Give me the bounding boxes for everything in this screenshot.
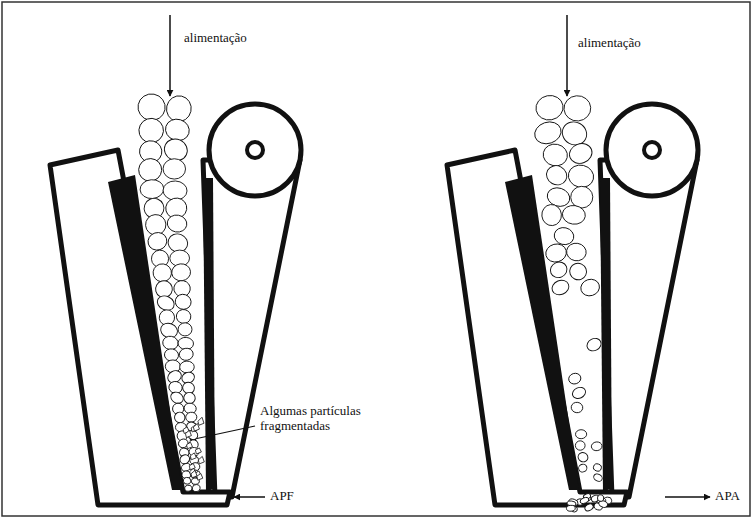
rock-particle xyxy=(171,263,191,282)
fragment xyxy=(198,417,204,425)
pointer-arrow xyxy=(665,496,710,498)
moving-jaw xyxy=(600,160,697,497)
rock-particle xyxy=(567,372,582,386)
rock-particle xyxy=(570,402,583,414)
part-label: APF xyxy=(268,489,296,504)
rock-particle xyxy=(570,186,593,208)
rock-particle xyxy=(552,226,575,247)
fixed-jaw-housing xyxy=(447,150,627,505)
rock-particle xyxy=(163,159,186,179)
fragment xyxy=(191,470,197,477)
rock-particle xyxy=(575,430,586,439)
moving-jaw-liner xyxy=(203,178,215,492)
rock-particle xyxy=(571,385,588,400)
eccentric-flywheel xyxy=(606,104,698,196)
rock-particle xyxy=(597,494,605,502)
fragment xyxy=(198,456,204,463)
rock-particle xyxy=(566,163,596,190)
rock-particle xyxy=(567,140,595,166)
rock-particle xyxy=(192,484,200,492)
pointer-arrow xyxy=(234,496,265,498)
rock-particle xyxy=(178,347,194,361)
rock-particle xyxy=(139,179,164,199)
rock-particle xyxy=(576,451,589,464)
rock-particle xyxy=(577,463,588,473)
part-label: APA xyxy=(713,489,742,504)
rock-particle xyxy=(146,230,169,252)
rock-particle xyxy=(184,484,193,492)
moving-jaw xyxy=(203,160,300,497)
particles xyxy=(136,92,612,513)
eccentric-shaft xyxy=(644,142,660,158)
rock-particle xyxy=(178,323,192,336)
rock-particle xyxy=(579,496,589,504)
rock-particle xyxy=(563,95,592,122)
rock-particle xyxy=(566,505,575,511)
rock-particle xyxy=(183,477,191,485)
rock-particle xyxy=(166,214,188,234)
rock-particle xyxy=(567,261,589,283)
eccentric-flywheel xyxy=(209,104,301,196)
rock-particle xyxy=(175,308,192,325)
rock-particle xyxy=(584,503,595,513)
rock-particle xyxy=(550,278,571,297)
rock-particle xyxy=(585,336,603,353)
fragment xyxy=(189,463,195,469)
feed-arrow xyxy=(169,15,171,96)
rock-particle xyxy=(534,93,565,122)
rock-particle xyxy=(173,292,193,311)
part-label: alimentação xyxy=(182,31,249,46)
rock-particle xyxy=(541,142,569,168)
fragment xyxy=(195,448,201,454)
feed-arrow xyxy=(566,15,568,96)
rock-particle xyxy=(162,335,179,351)
leader-line xyxy=(190,426,255,440)
fragment xyxy=(185,430,191,437)
fragment xyxy=(190,453,196,460)
fragment xyxy=(197,474,203,481)
rock-particle xyxy=(561,204,586,226)
callout-label: Algumas partículas fragmentadas xyxy=(258,404,374,434)
rock-particle xyxy=(152,263,172,283)
part-label: alimentação xyxy=(576,36,643,51)
rock-particle xyxy=(180,361,195,373)
rock-particle xyxy=(541,204,563,227)
rock-particle xyxy=(544,242,569,264)
rock-particle xyxy=(185,412,197,423)
fragment xyxy=(193,423,199,431)
eccentric-shaft xyxy=(247,142,263,158)
rock-particle xyxy=(163,181,188,201)
rock-particle xyxy=(592,473,603,483)
rock-particle xyxy=(579,277,602,298)
rock-particle xyxy=(532,119,564,148)
rock-particle xyxy=(543,162,570,188)
crusher-regular-feed xyxy=(447,15,710,505)
rock-particle xyxy=(575,441,585,451)
rock-particle xyxy=(592,463,602,472)
fragment xyxy=(186,442,192,449)
fixed-jaw-housing xyxy=(50,150,230,505)
rock-particle xyxy=(565,242,587,263)
rock-particle xyxy=(548,259,570,280)
rock-particle xyxy=(591,441,603,451)
